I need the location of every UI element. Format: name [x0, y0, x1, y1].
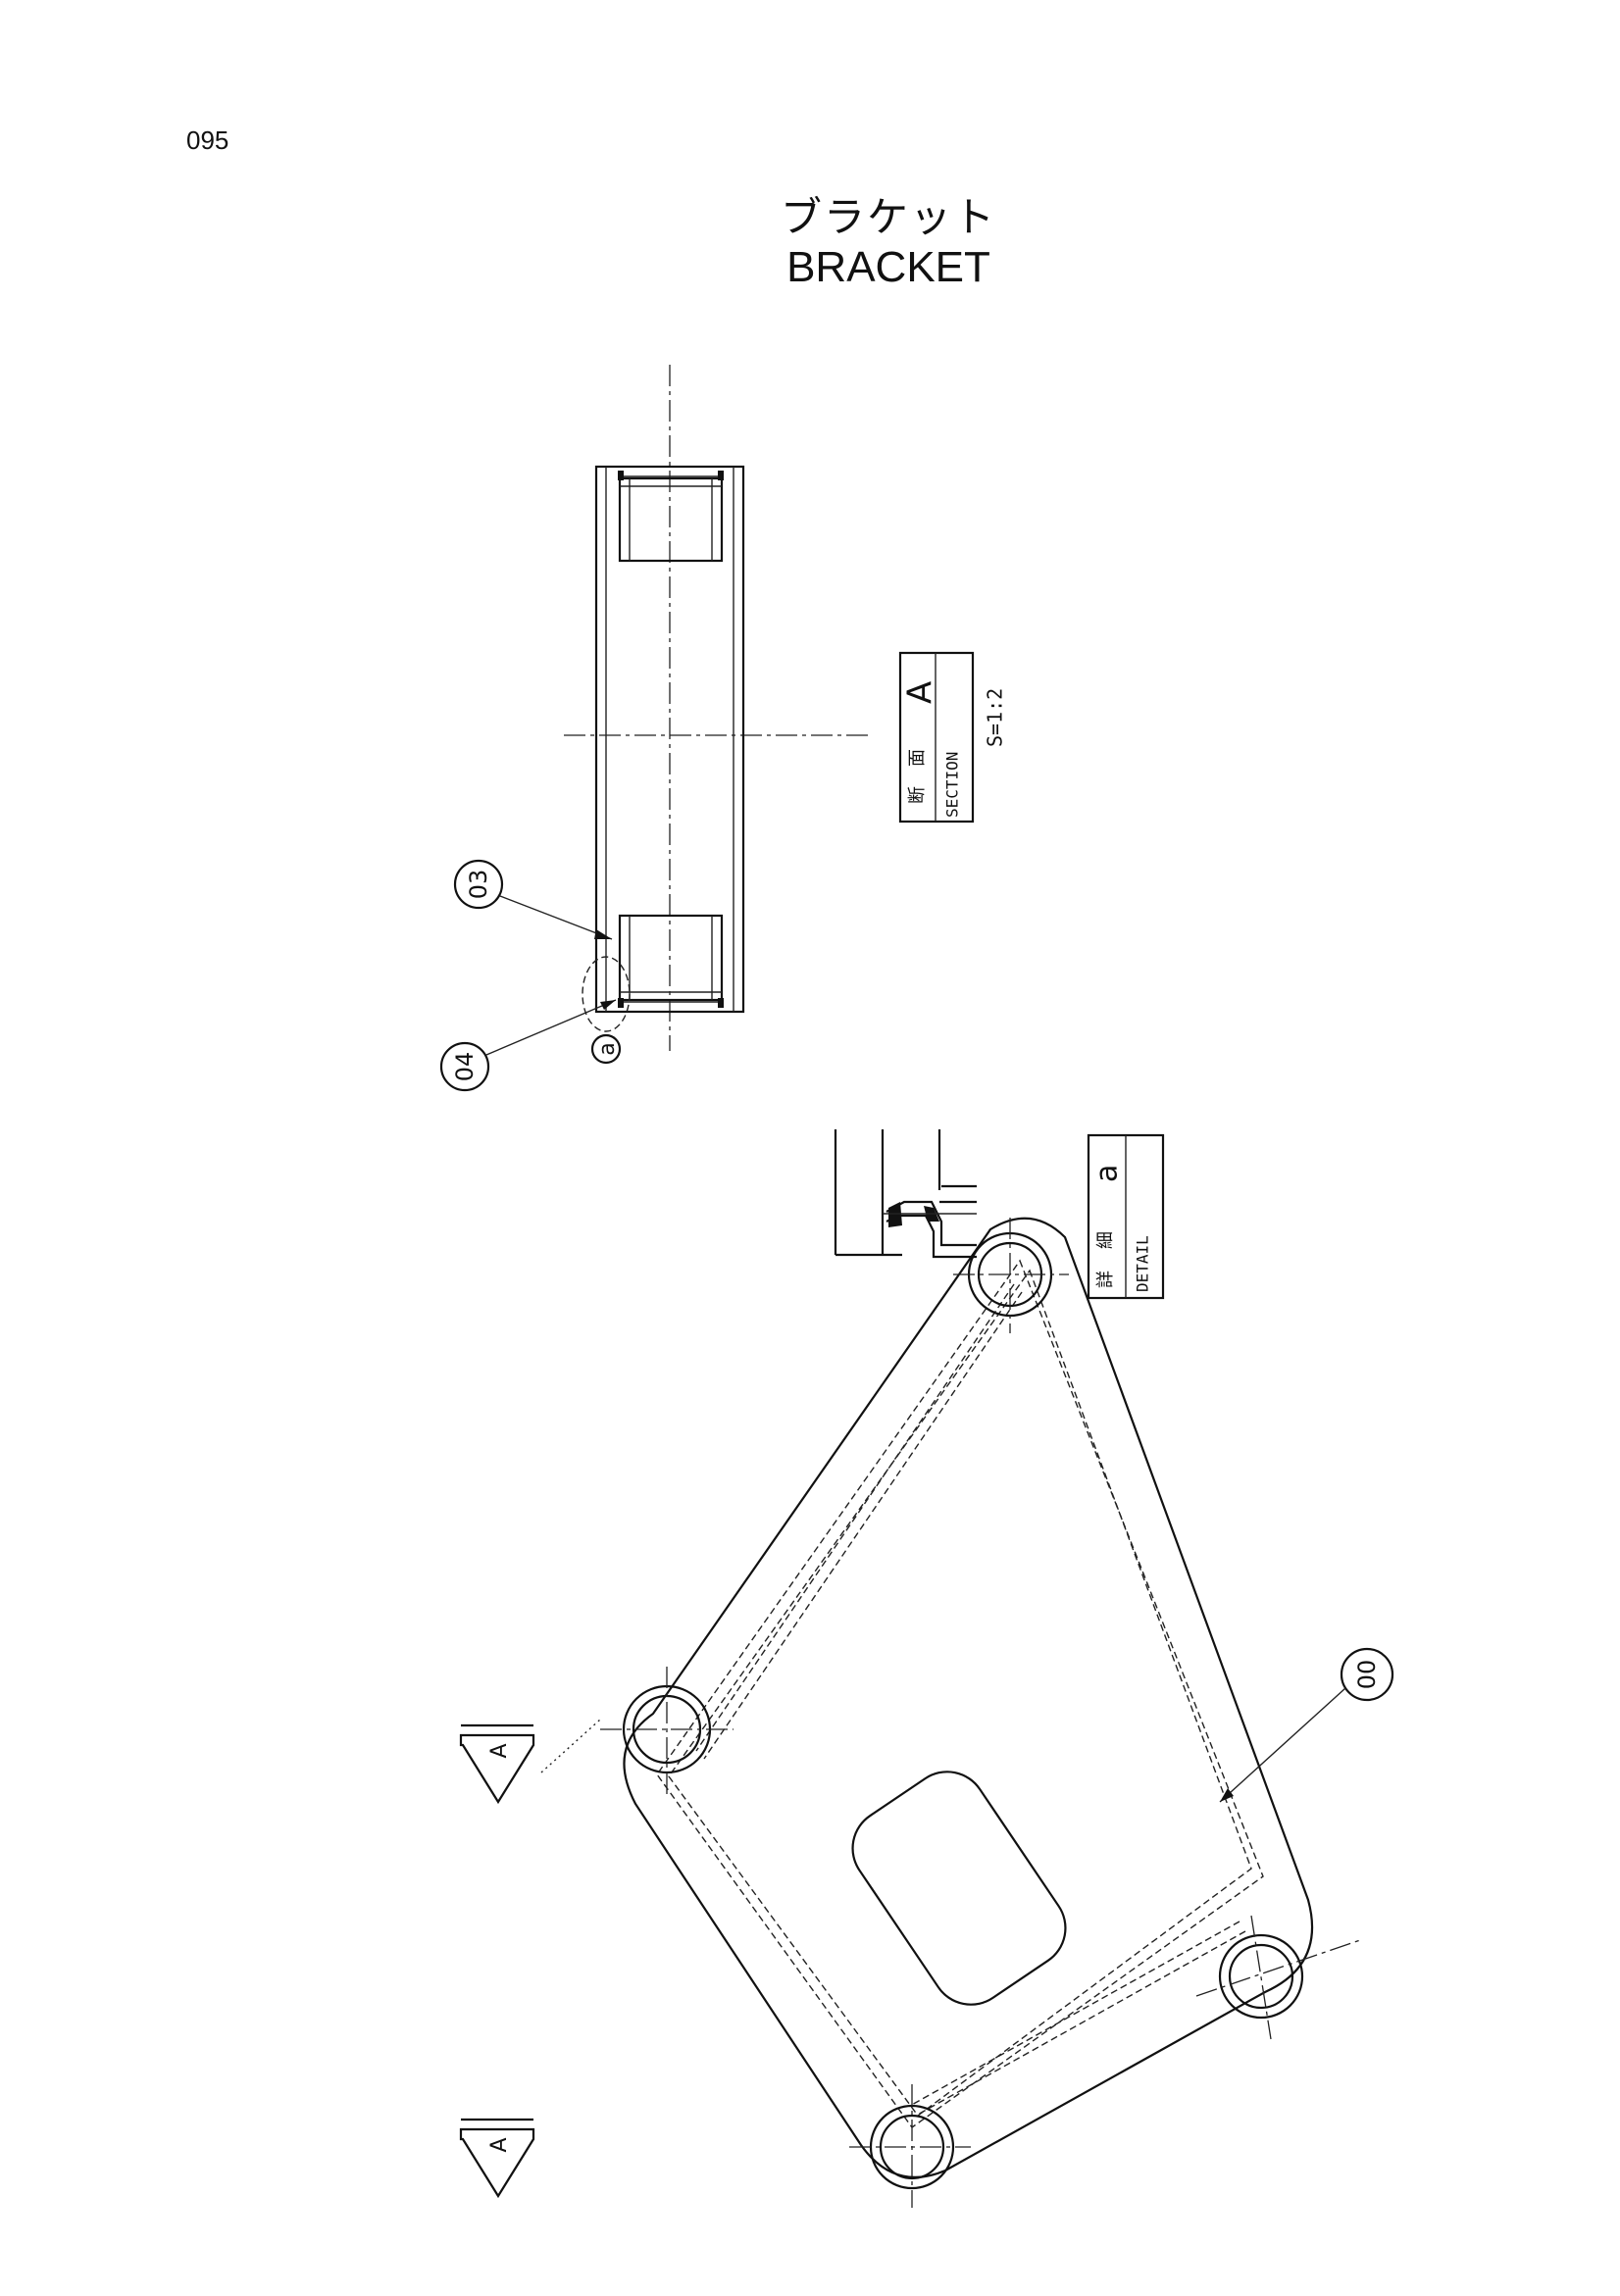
section-outer-body — [594, 465, 745, 1014]
cut-arrow-top: A — [459, 1723, 535, 1805]
detail-label: 詳 細 DETAIL a — [1087, 1133, 1165, 1300]
plan-view — [540, 1217, 1364, 2208]
center-opening — [851, 1771, 1067, 2006]
section-label: 断 面 SECTION A S=1:2 — [898, 651, 1007, 824]
cut-arrow-bottom-text: A — [487, 2137, 512, 2152]
section-scale: S=1:2 — [984, 688, 1007, 747]
bolt-hole-right — [1195, 1915, 1364, 2040]
cut-arrow-bottom: A — [459, 2118, 535, 2199]
detail-view — [834, 1129, 977, 1259]
balloon-03-text: 03 — [465, 870, 492, 900]
balloon-00: 00 — [1219, 1647, 1394, 1803]
detail-label-letter: a — [1090, 1165, 1125, 1182]
section-label-jp2: 面 — [907, 749, 928, 767]
balloon-03: 03 — [453, 859, 613, 940]
balloon-04: 04 — [439, 999, 617, 1092]
cut-arrow-top-text: A — [487, 1743, 512, 1758]
title-english: BRACKET — [786, 243, 990, 291]
top-bushing — [618, 476, 724, 563]
section-label-jp1: 断 — [907, 786, 928, 804]
detail-callout-ellipse — [582, 956, 631, 1032]
detail-label-jp2: 細 — [1095, 1231, 1116, 1249]
detail-label-en: DETAIL — [1134, 1235, 1152, 1292]
section-label-en: SECTION — [943, 752, 962, 818]
detail-marker-text: a — [595, 1042, 620, 1055]
title-japanese: ブラケット — [780, 193, 996, 241]
bolt-hole-left — [600, 1667, 734, 1794]
bracket-plate-outline — [623, 1217, 1314, 2178]
detail-label-jp1: 詳 — [1095, 1271, 1116, 1288]
section-view: a — [564, 365, 868, 1065]
bolt-hole-bottom — [849, 2084, 971, 2208]
balloon-00-text: 00 — [1353, 1660, 1381, 1690]
bottom-bushing — [618, 914, 724, 1002]
bolt-hole-top-right — [953, 1218, 1069, 1333]
page-number: 095 — [186, 125, 229, 155]
balloon-04-text: 04 — [451, 1052, 479, 1082]
section-label-letter: A — [901, 681, 940, 704]
detail-marker-circle — [590, 1033, 622, 1065]
